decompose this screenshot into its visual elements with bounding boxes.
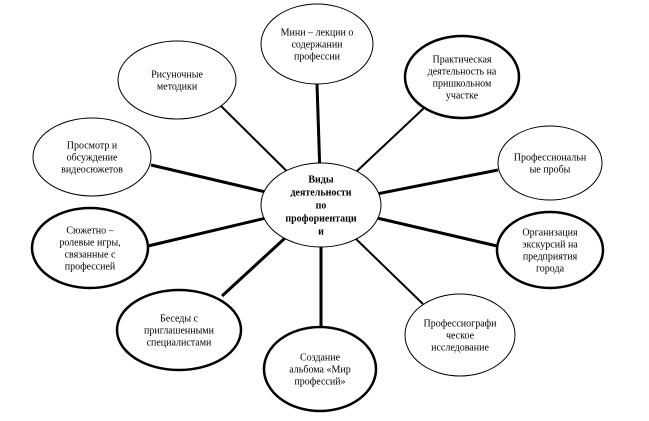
node-ellipse [260,3,374,85]
node-label-line-4: участке [446,91,479,102]
node-label-line-2: обсуждение [67,153,118,164]
node-label-line-2: альбома «Мир [289,365,350,376]
node-label-line-2: ые пробы [530,165,571,176]
node-label-line-1: Создание [300,353,341,364]
center-node: Виды деятельности по профориентаци и [260,162,382,248]
node-label-line-2: ческое [446,331,475,342]
node-label-line-1: Организация [522,228,578,239]
center-label-line-5: и [318,227,324,238]
center-ellipse [260,162,382,248]
node-label-line-3: пришкольном [433,79,492,90]
node-label-line-3: видеосюжетов [61,165,123,176]
center-label-line-1: Виды [308,175,333,186]
node-label-line-1: Практическая [432,55,491,66]
node-role-games: Сюжетно –ролевые игры,связанные спрофесс… [30,206,150,290]
node-label-line-2: приглашенными [144,326,215,337]
center-label-line-4: профориентаци [285,214,357,225]
node-ellipse [497,125,603,201]
node-ellipse [117,40,237,120]
node-label-line-1: Профессиональн [514,153,587,164]
node-label-line-2: содержании [291,40,343,51]
node-label-line-3: специалистами [147,338,212,349]
node-ellipse [404,293,516,377]
node-label-line-1: Рисуночные [151,70,203,81]
node-label-line-2: деятельность на [428,67,497,78]
node-ellipse [32,117,152,197]
node-label-line-1: Беседы с [160,314,199,325]
node-ellipse [262,325,378,413]
node-label-line-3: профессии [294,52,341,63]
node-label-line-3: связанные с [65,250,116,261]
node-label-line-1: Просмотр и [67,141,118,152]
node-label-line-2: ролевые игры, [59,238,120,249]
node-ellipse [495,210,605,290]
node-label-line-2: методики [157,82,198,93]
center-label-line-3: по [316,201,327,212]
node-ellipse [403,34,521,120]
node-label-line-3: исследование [431,343,489,354]
node-ellipse [30,206,150,290]
node-label-line-1: Профессиографи [424,319,498,330]
node-label-line-1: Мини – лекции о [281,28,354,39]
node-label-line-2: экскурсий на [522,240,578,251]
node-label-line-4: города [536,264,565,275]
center-label-line-2: деятельности [290,188,351,199]
node-label-line-1: Сюжетно – [66,226,114,237]
node-label-line-3: предприятия [523,252,578,263]
node-label-line-3: профессий» [294,377,345,388]
node-label-line-4: профессией [65,262,116,273]
node-ellipse [115,288,243,372]
